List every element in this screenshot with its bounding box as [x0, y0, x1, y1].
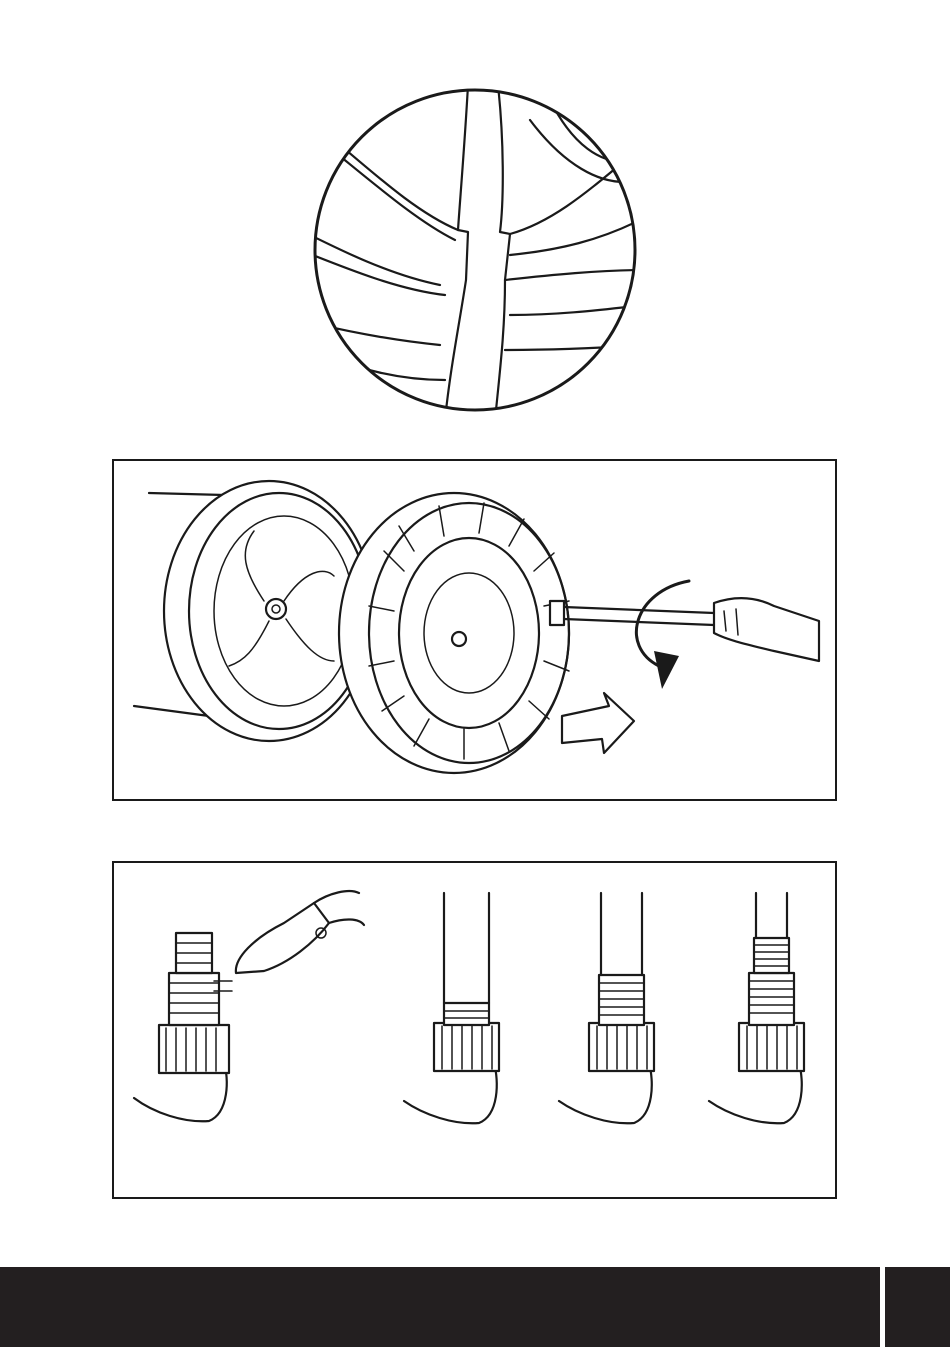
valve-step-3 [559, 893, 654, 1123]
tyre-tread-magnified-illustration [300, 80, 650, 420]
tread-detail-figure [300, 80, 650, 420]
page-number-box [885, 1267, 950, 1347]
footer-bar [0, 1267, 880, 1347]
wheel-screwdriver-removal-illustration [114, 461, 835, 799]
valve-adapter-sequence-illustration [114, 863, 835, 1197]
valve-inflation-panel [112, 861, 837, 1199]
wheel-removal-panel [112, 459, 837, 801]
valve-step-4 [709, 893, 804, 1123]
valve-step-2 [404, 893, 499, 1123]
valve-step-1 [134, 891, 364, 1121]
